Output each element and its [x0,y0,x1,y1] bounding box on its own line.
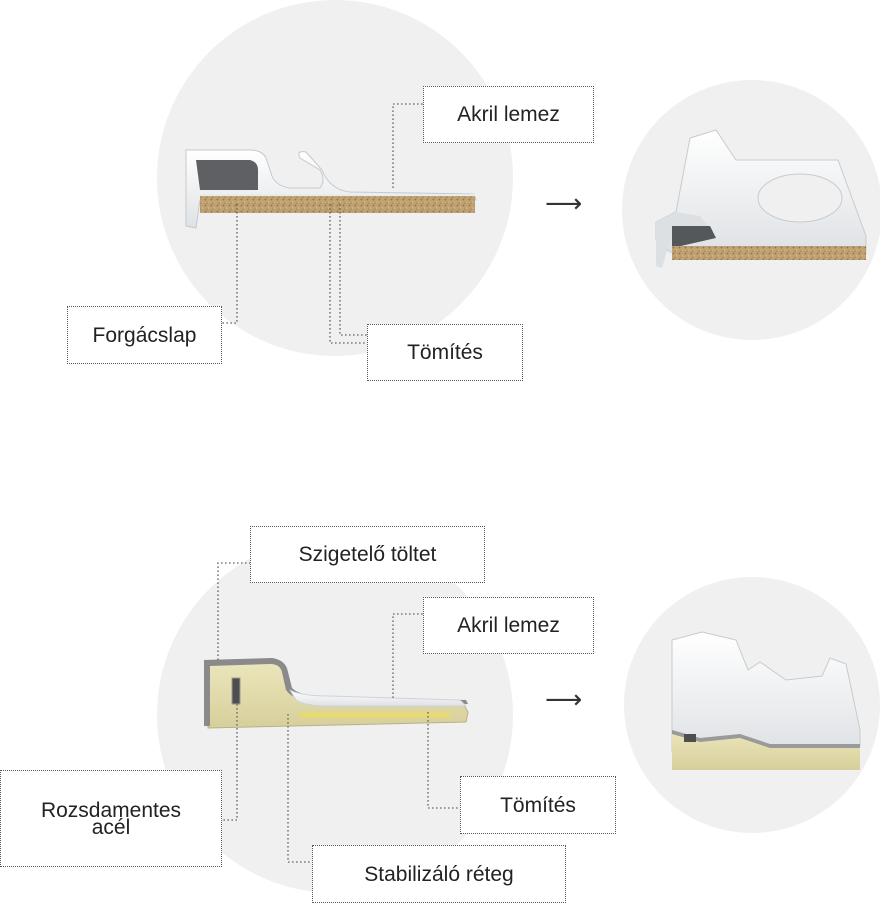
label-forgacslap: Forgácslap [67,306,222,364]
label-rozsdamentes-acel: Rozsdamentes acél [0,770,222,867]
label-szigetelo-toltet: Szigetelő töltet [250,526,485,583]
panel2-product-render [671,631,861,770]
label-rozsdamentes-line1: Rozsdamentes [40,798,182,822]
arrow-1: ⟶ [545,188,583,218]
label-tomites-2: Tömítés [460,776,616,834]
panel2-leader-lines [217,562,460,863]
panel1-leader-lines [222,103,423,344]
panel1-cross-section [185,149,477,229]
label-stabilizalo-reteg: Stabilizáló réteg [312,845,566,903]
panel2-cross-section [204,658,469,729]
label-tomites-1: Tömítés [367,324,523,381]
label-akril-lemez-2: Akril lemez [423,597,594,654]
panel1-product-render [655,129,867,268]
arrow-2: ⟶ [545,684,583,714]
label-akril-lemez-1: Akril lemez [423,86,594,143]
label-rozsdamentes-line2: acél [91,815,131,839]
